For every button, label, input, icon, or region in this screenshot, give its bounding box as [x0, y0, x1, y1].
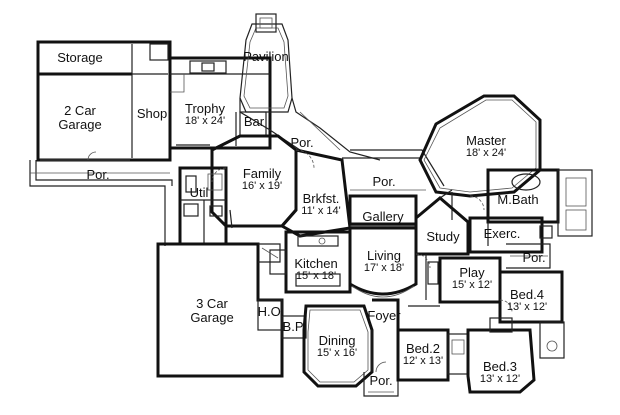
room-name: Brkfst. — [302, 191, 340, 206]
room-dimensions: 16' x 19' — [241, 179, 283, 192]
room-name: Por. — [372, 174, 396, 189]
room-label-dining: Dining 15' x 16' — [317, 334, 357, 359]
room-dimensions: 18' x 24' — [184, 114, 226, 127]
room-name: Pavilion — [243, 49, 289, 64]
room-label-bed2: Bed.2 12' x 13' — [403, 342, 443, 367]
room-name: Family — [242, 166, 282, 181]
room-label-bed3: Bed.3 13' x 12' — [480, 360, 520, 385]
room-label-mbath: M.Bath — [497, 193, 538, 207]
room-name: H.O. — [257, 304, 285, 319]
room-label-living: Living 17' x 18' — [364, 249, 404, 274]
room-dimensions: 18' x 24' — [465, 146, 507, 159]
room-label-porch-upper: Por. — [290, 136, 313, 150]
room-label-util: Util — [190, 186, 209, 200]
room-label-shop: Shop — [137, 107, 167, 121]
room-name: Dining — [318, 333, 356, 348]
room-name: Trophy — [185, 101, 225, 116]
room-name: Por. — [369, 373, 393, 388]
room-dimensions: 13' x 12' — [506, 300, 548, 313]
room-name: Shop — [136, 106, 168, 121]
room-label-porch-right: Por. — [522, 251, 545, 265]
bed2-walls — [396, 305, 469, 382]
room-dimensions: 11' x 14' — [301, 204, 341, 217]
room-label-storage: Storage — [57, 51, 103, 65]
room-label-2-car-garage: 2 Car Garage — [58, 104, 101, 131]
gallery-walls — [348, 194, 418, 227]
room-label-play: Play 15' x 12' — [452, 266, 492, 291]
utility-walls — [178, 166, 228, 246]
room-name: Bar — [243, 114, 265, 129]
room-label-pavilion: Pavilion — [243, 50, 289, 64]
room-label-brkfst: Brkfst. 11' x 14' — [301, 192, 340, 217]
room-name: Study — [426, 229, 460, 244]
room-name: Por. — [86, 167, 110, 182]
bed4-walls — [498, 243, 565, 359]
room-dimensions: 15' x 18' — [295, 269, 337, 282]
room-label-ho: H.O. — [258, 305, 285, 319]
room-name-line2: Garage — [190, 309, 234, 325]
room-label-foyer: Foyer — [367, 309, 400, 323]
room-name: Master — [466, 133, 506, 148]
room-label-exerc: Exerc. — [484, 227, 521, 241]
room-label-master: Master 18' x 24' — [466, 134, 506, 159]
room-name: Kitchen — [294, 256, 338, 271]
room-dimensions: 13' x 12' — [479, 372, 521, 385]
room-label-3-car-garage: 3 Car Garage — [190, 297, 233, 324]
room-dimensions: 15' x 16' — [316, 346, 358, 359]
room-name: M.Bath — [497, 192, 539, 207]
home-office-walls — [257, 299, 307, 339]
dining-room-walls — [302, 304, 374, 388]
door-swings — [211, 149, 513, 313]
room-name: Bed.4 — [510, 287, 544, 302]
room-name-line2: Garage — [58, 116, 102, 132]
room-name: Exerc. — [483, 226, 521, 241]
room-name: Play — [459, 265, 485, 280]
room-label-bed4: Bed.4 13' x 12' — [507, 288, 547, 313]
room-name: Storage — [57, 50, 103, 65]
room-name: B.P. — [282, 319, 306, 334]
room-label-trophy: Trophy 18' x 24' — [185, 102, 225, 127]
room-dimensions: 12' x 13' — [402, 354, 444, 367]
room-dimensions: 17' x 18' — [363, 261, 405, 274]
room-label-family: Family 16' x 19' — [242, 167, 282, 192]
living-room-walls — [348, 226, 418, 298]
west-porch-outline — [29, 160, 173, 246]
trophy-bar-walls — [168, 56, 272, 150]
room-label-kitchen: Kitchen 15' x 18' — [294, 257, 337, 282]
study-walls — [414, 189, 470, 256]
room-name: Foyer — [367, 308, 401, 323]
bed3-walls — [466, 317, 536, 394]
room-dimensions: 15' x 12' — [451, 278, 493, 291]
room-name: 3 Car — [196, 296, 228, 311]
room-name: Bed.2 — [406, 341, 440, 356]
room-label-porch-front: Por. — [369, 374, 392, 388]
room-name: Bed.3 — [483, 359, 517, 374]
room-name: Gallery — [362, 209, 404, 224]
room-label-study: Study — [426, 230, 459, 244]
room-label-bp: B.P. — [283, 320, 306, 334]
room-name: Por. — [522, 250, 546, 265]
room-label-porch-center: Por. — [372, 175, 395, 189]
room-label-porch-left: Por. — [86, 168, 109, 182]
master-bath-walls — [468, 168, 593, 254]
room-label-bar: Bar — [244, 115, 264, 129]
room-name: 2 Car — [64, 103, 96, 118]
upper-porch-outline — [239, 97, 381, 161]
master-suite-walls — [418, 94, 542, 220]
room-name: Por. — [290, 135, 314, 150]
room-label-gallery: Gallery — [362, 210, 403, 224]
front-porch-outline — [363, 372, 399, 397]
room-name: Living — [367, 248, 401, 263]
room-name: Util — [189, 185, 209, 200]
